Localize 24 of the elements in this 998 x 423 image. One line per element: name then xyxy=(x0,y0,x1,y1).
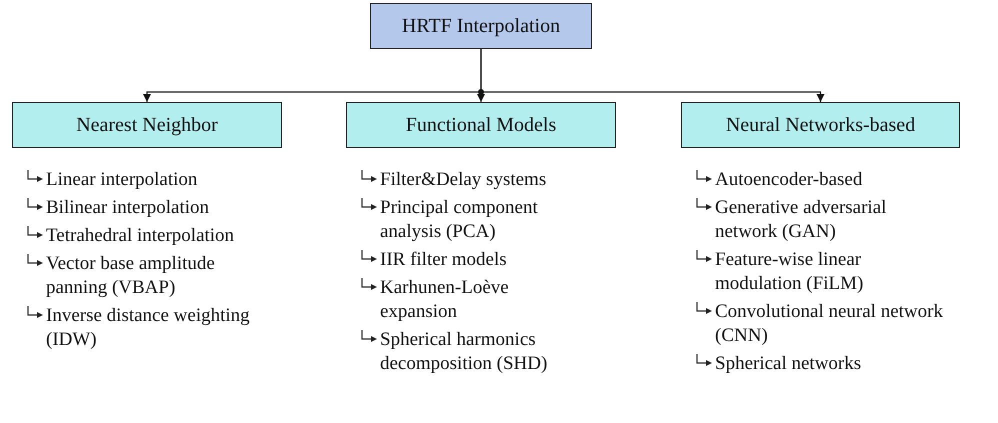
list-item-text: Tetrahedral interpolation xyxy=(46,224,234,248)
list-item-text: Inverse distance weighting (IDW) xyxy=(46,304,251,352)
list-item-text: Feature-wise linear modulation (FiLM) xyxy=(715,248,864,296)
category-box xyxy=(370,3,592,49)
list-item-text: Convolutional neural network (CNN) xyxy=(715,300,944,348)
list-item-text: Bilinear interpolation xyxy=(46,196,210,220)
box-label: Nearest Neighbor xyxy=(76,114,218,136)
box-label: Neural Networks-based xyxy=(726,114,916,136)
category-box xyxy=(681,102,960,148)
list-item-text: Karhunen-Loève expansion xyxy=(380,276,510,324)
list-item-text: Generative adversarial network (GAN) xyxy=(715,196,888,244)
box-label: HRTF Interpolation xyxy=(402,14,560,38)
box-label: Functional Models xyxy=(406,114,556,136)
list-item-text: Spherical harmonics decomposition (SHD) xyxy=(380,328,548,376)
connector-arrow xyxy=(480,49,824,102)
list-item-text: Vector base amplitude panning (VBAP) xyxy=(46,252,216,300)
list-item-text: Linear interpolation xyxy=(46,168,198,192)
category-box xyxy=(12,102,282,148)
list-item-text: Autoencoder-based xyxy=(715,168,862,192)
list-item-text: Spherical networks xyxy=(715,352,862,376)
list-item-text: Filter&Delay systems xyxy=(380,168,546,192)
list-item-text: Principal component analysis (PCA) xyxy=(380,196,539,244)
category-box xyxy=(346,102,616,148)
list-item-text: IIR filter models xyxy=(380,248,507,272)
